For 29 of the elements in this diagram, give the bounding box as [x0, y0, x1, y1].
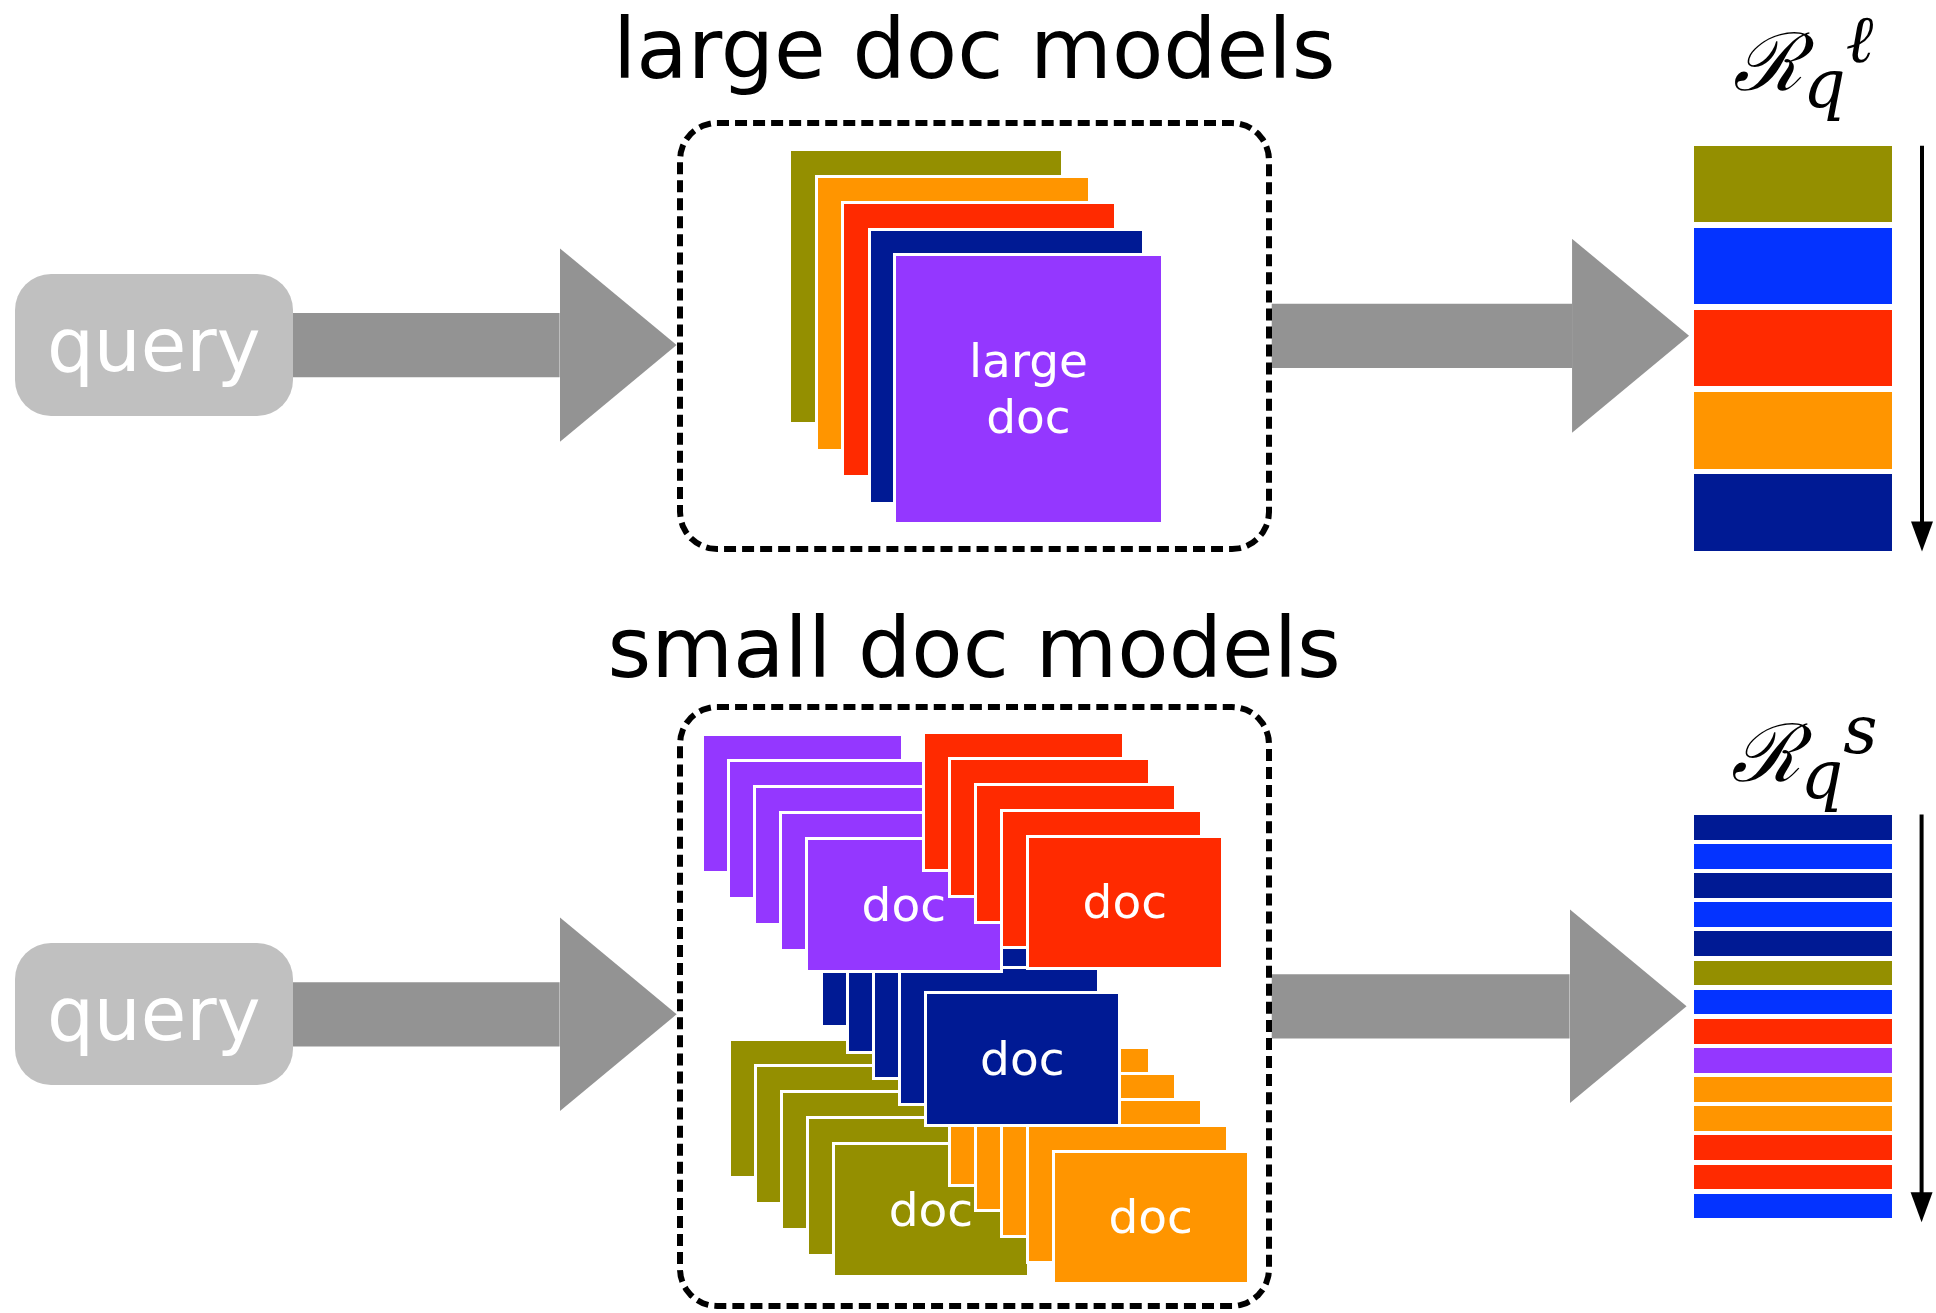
ranked-bar [1694, 309, 1892, 387]
ranked-bar [1694, 474, 1892, 551]
ranked-bar [1694, 873, 1892, 898]
ranked-bar [1694, 989, 1892, 1015]
ranked-bar [1694, 1077, 1892, 1102]
ranked-bar [1694, 844, 1892, 869]
ranked-bar [1694, 960, 1892, 986]
ranked-bar [1694, 145, 1892, 223]
query-box: query [14, 274, 293, 417]
group-title: large doc models [611, 0, 1337, 99]
ranked-bar [1694, 1048, 1892, 1073]
block-arrow [1271, 909, 1687, 1104]
block-arrow [292, 917, 677, 1112]
ranked-bar [1694, 931, 1892, 957]
ranked-bar [1694, 1018, 1892, 1044]
ranked-bar [1694, 1193, 1892, 1219]
ranked-bar [1694, 814, 1892, 840]
block-arrow [1271, 238, 1690, 433]
block-arrow [292, 248, 677, 443]
document-card: doc [1026, 834, 1224, 971]
ranked-bar [1694, 1106, 1892, 1131]
query-box: query [14, 943, 293, 1086]
ranked-bar [1694, 227, 1892, 305]
ranked-bar [1694, 392, 1892, 469]
ranked-bar [1694, 1164, 1892, 1190]
ranked-bar [1694, 902, 1892, 927]
document-card: doc [923, 991, 1122, 1128]
group-title: small doc models [606, 599, 1342, 697]
ranked-bar [1694, 1135, 1892, 1161]
